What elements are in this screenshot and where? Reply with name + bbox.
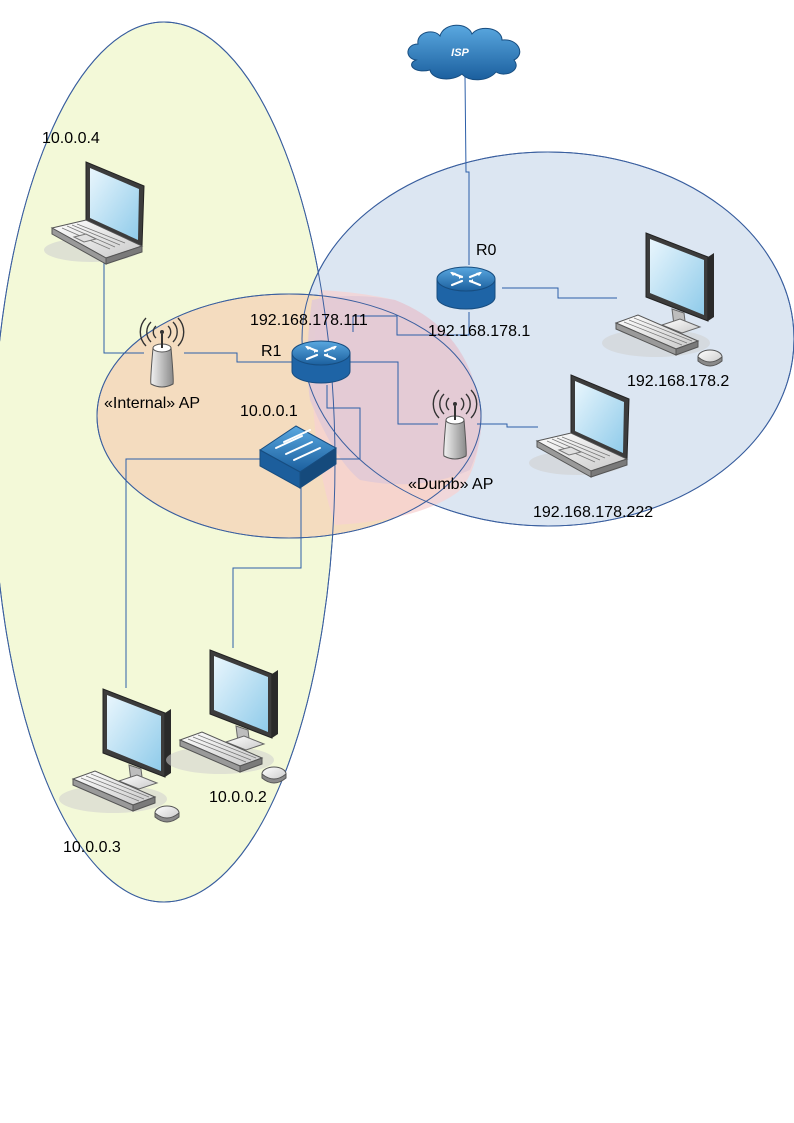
router-icon bbox=[290, 339, 352, 385]
network-links bbox=[103, 75, 617, 688]
router-icon bbox=[435, 265, 497, 311]
link-switch-desktop-b bbox=[232, 486, 302, 648]
link-r1-switch bbox=[326, 385, 361, 460]
r1-label: R1 bbox=[261, 343, 282, 360]
link-r1-internal-ap bbox=[184, 352, 293, 363]
laptop-dumb-ip-label: 192.168.178.222 bbox=[533, 504, 653, 521]
laptop-internal-ip-label: 10.0.0.4 bbox=[42, 130, 100, 147]
router-r0 bbox=[435, 265, 497, 311]
blue-wan-zone-outline bbox=[301, 151, 794, 527]
desktop-b-ip-label: 10.0.0.2 bbox=[209, 789, 267, 806]
orange-router-zone-outline bbox=[96, 293, 482, 539]
r0-label: R0 bbox=[476, 242, 497, 259]
purple-overlap-zone bbox=[307, 296, 482, 485]
desktop-r0-ip-label: 192.168.178.2 bbox=[627, 373, 729, 390]
r1-lan-ip-label: 10.0.0.1 bbox=[240, 403, 298, 420]
internal-ap-label: «Internal» AP bbox=[104, 395, 200, 412]
link-r0-desktop bbox=[502, 287, 617, 299]
isp-cloud: ISP bbox=[407, 24, 521, 81]
link-r0-r1 bbox=[352, 312, 470, 336]
cloud-icon bbox=[407, 24, 521, 81]
desktop-a-ip-label: 10.0.0.3 bbox=[63, 839, 121, 856]
r0-ip-label: 192.168.178.1 bbox=[428, 323, 530, 340]
link-r1-dumb-ap bbox=[350, 361, 438, 425]
link-isp-r0 bbox=[464, 75, 470, 265]
link-switch-desktop-a bbox=[125, 458, 261, 688]
link-laptop-internal-ap bbox=[103, 262, 144, 354]
dumb-ap-label: «Dumb» AP bbox=[408, 476, 493, 493]
r1-wan-ip-label: 192.168.178.111 bbox=[250, 312, 368, 329]
router-r1 bbox=[290, 339, 352, 385]
link-dumb-ap-laptop bbox=[477, 423, 538, 428]
isp-label: ISP bbox=[451, 47, 469, 59]
